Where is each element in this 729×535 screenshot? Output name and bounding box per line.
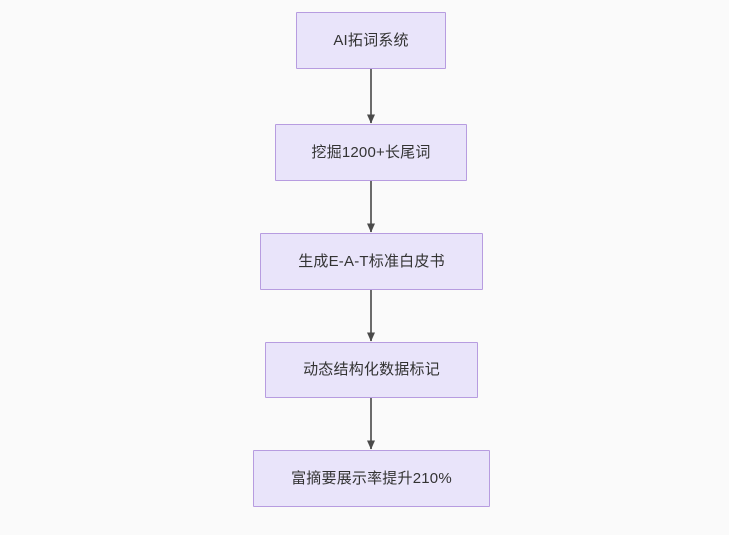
flow-node-rich-snippet-impression-increase[interactable]: 富摘要展示率提升210% (253, 450, 490, 507)
flow-node-label: AI拓词系统 (333, 31, 409, 49)
flow-node-ai-keyword-system[interactable]: AI拓词系统 (296, 12, 446, 69)
flow-node-label: 挖掘1200+长尾词 (311, 143, 431, 161)
flow-node-label: 生成E-A-T标准白皮书 (298, 252, 445, 270)
flow-node-label: 动态结构化数据标记 (303, 361, 440, 379)
flow-node-label: 富摘要展示率提升210% (291, 469, 452, 487)
flow-node-dynamic-structured-data-markup[interactable]: 动态结构化数据标记 (265, 342, 478, 398)
flow-node-generate-eat-whitepaper[interactable]: 生成E-A-T标准白皮书 (260, 233, 483, 290)
flow-node-mine-longtail-keywords[interactable]: 挖掘1200+长尾词 (275, 124, 467, 181)
